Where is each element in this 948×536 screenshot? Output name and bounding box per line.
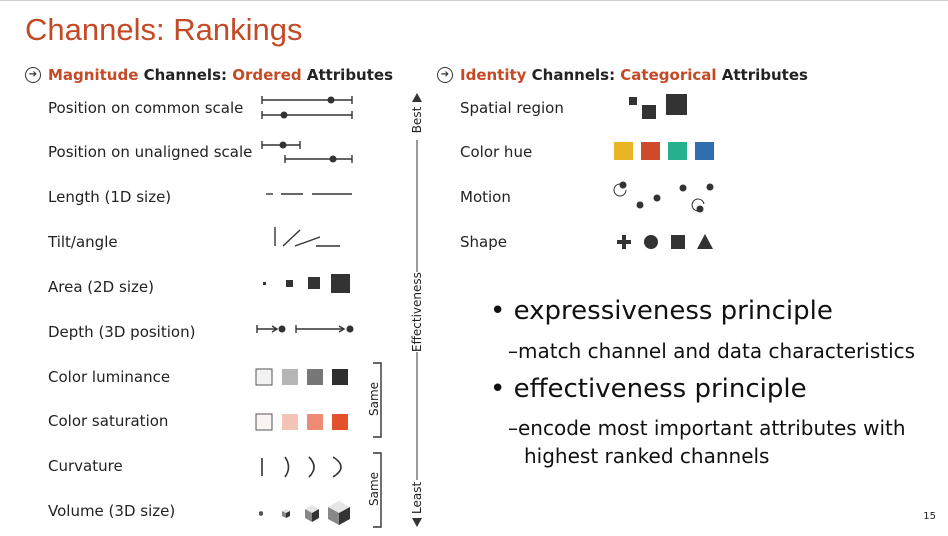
- magnitude-heading-c: Ordered: [232, 66, 302, 84]
- luminance-glyph: [255, 368, 348, 386]
- sub-bullet-effectiveness: –encode most important attributes with: [508, 416, 906, 440]
- identity-heading-a: Identity: [460, 66, 527, 84]
- magnitude-row-label: Position on common scale: [48, 99, 244, 117]
- sub-bullet-effectiveness-cont: highest ranked channels: [524, 444, 770, 468]
- spatial-region-glyph: [629, 94, 687, 119]
- effectiveness-axis: [412, 93, 422, 527]
- identity-row-label: Shape: [460, 233, 507, 251]
- identity-row-label: Color hue: [460, 143, 533, 161]
- magnitude-heading: Magnitude Channels: Ordered Attributes: [48, 66, 393, 84]
- saturation-glyph: [255, 413, 348, 431]
- bullet-text: expressiveness principle: [513, 296, 833, 326]
- motion-glyph: [613, 181, 714, 213]
- magnitude-row-label: Tilt/angle: [48, 233, 118, 251]
- magnitude-heading-a: Magnitude: [48, 66, 139, 84]
- tilt-glyph: [274, 227, 340, 247]
- identity-heading-c: Categorical: [620, 66, 717, 84]
- magnitude-row-label: Curvature: [48, 457, 123, 475]
- volume-glyph: [259, 501, 350, 525]
- sub-bullet-text: encode most important attributes with: [518, 416, 906, 440]
- arrow-circle-icon: ➔: [25, 67, 41, 83]
- position-common-glyph: [261, 96, 353, 119]
- magnitude-heading-b: Channels:: [138, 66, 233, 84]
- identity-heading: Identity Channels: Categorical Attribute…: [460, 66, 808, 84]
- identity-heading-d: Attributes: [716, 66, 808, 84]
- bullet-expressiveness: • expressiveness principle: [490, 296, 833, 326]
- page-title: Channels: Rankings: [25, 12, 303, 47]
- depth-glyph: [256, 325, 354, 333]
- hue-glyph: [614, 142, 714, 160]
- same-brackets: [373, 362, 382, 528]
- magnitude-row-label: Color luminance: [48, 368, 171, 386]
- bullet-effectiveness: • effectiveness principle: [490, 374, 807, 404]
- curvature-glyph: [261, 456, 342, 478]
- identity-heading-b: Channels:: [526, 66, 621, 84]
- magnitude-row-label: Position on unaligned scale: [48, 143, 253, 161]
- axis-effectiveness-label: Effectiveness: [410, 272, 424, 352]
- top-rule: [0, 0, 948, 1]
- magnitude-row-label: Depth (3D position): [48, 323, 196, 341]
- shape-glyph: [617, 234, 713, 249]
- identity-row-label: Motion: [460, 188, 511, 206]
- arrow-circle-icon: ➔: [437, 67, 453, 83]
- sub-bullet-expressiveness: –match channel and data characteristics: [508, 339, 916, 363]
- magnitude-row-label: Color saturation: [48, 412, 169, 430]
- page-number: 15: [923, 511, 936, 522]
- axis-best-label: Best: [410, 106, 424, 134]
- axis-least-label: Least: [410, 481, 424, 514]
- sub-bullet-text: match channel and data characteristics: [518, 339, 916, 363]
- magnitude-row-label: Area (2D size): [48, 278, 154, 296]
- magnitude-row-label: Length (1D size): [48, 188, 172, 206]
- area-glyph: [263, 274, 350, 293]
- identity-row-label: Spatial region: [460, 99, 564, 117]
- same-label-2: Same: [367, 471, 381, 506]
- magnitude-heading-d: Attributes: [301, 66, 394, 84]
- magnitude-row-label: Volume (3D size): [48, 502, 176, 520]
- same-label-1: Same: [367, 381, 381, 416]
- position-unaligned-glyph: [261, 141, 353, 163]
- bullet-text: effectiveness principle: [513, 374, 807, 404]
